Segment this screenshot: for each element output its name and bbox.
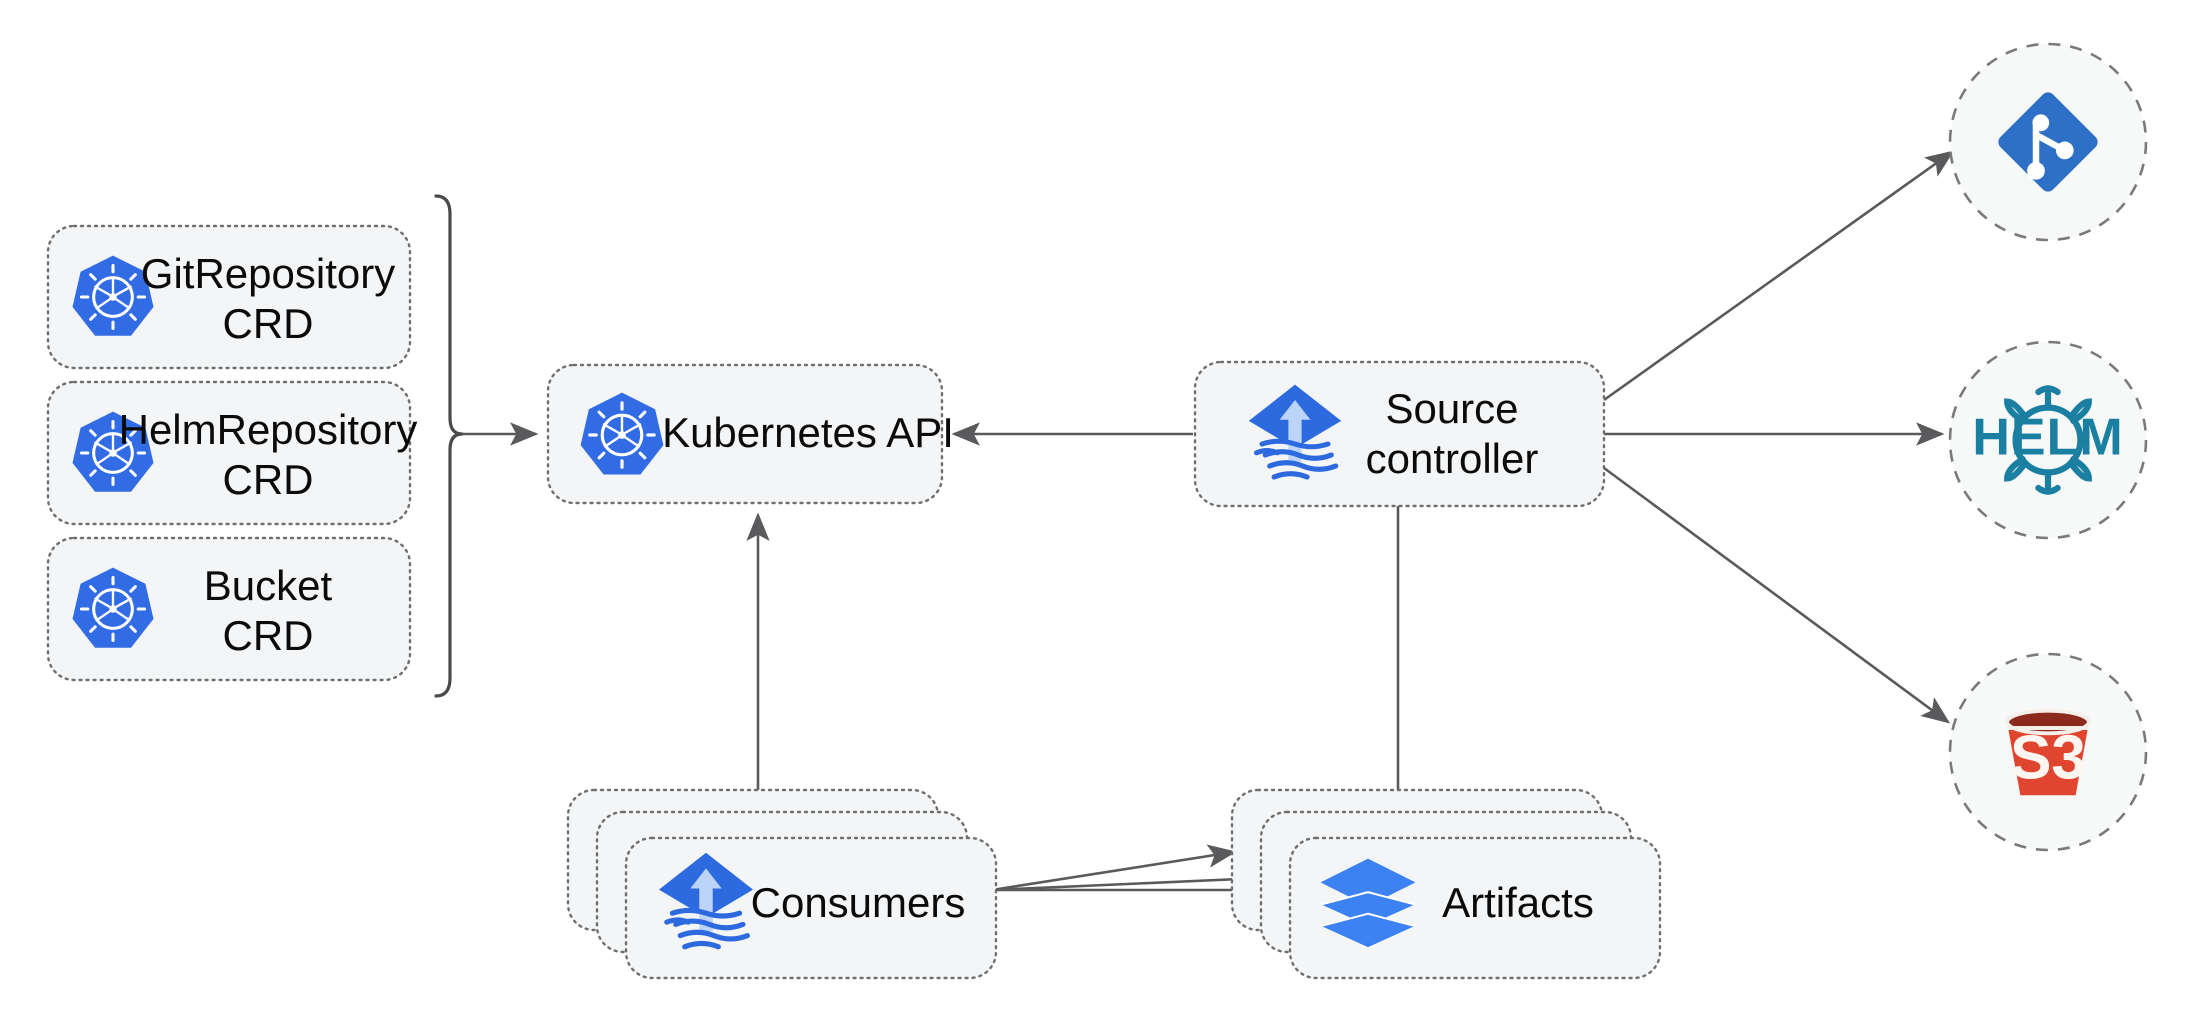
crd-label-line2: CRD	[223, 456, 314, 503]
source-s3[interactable]: S3	[1948, 652, 2148, 852]
source-controller-label-line1: Source	[1385, 385, 1518, 432]
crd-group: GitRepository CRD HelmRepository CRD Buc…	[46, 194, 464, 698]
consumers-label: Consumers	[751, 879, 966, 926]
crd-label-line2: CRD	[223, 300, 314, 347]
crd-label-line1: GitRepository	[141, 250, 395, 297]
node-consumers[interactable]: Consumers	[566, 788, 998, 980]
crd-card-bucket[interactable]: Bucket CRD	[46, 536, 412, 682]
crd-group-bracket	[434, 194, 464, 698]
crd-label-line2: CRD	[223, 612, 314, 659]
edge-source-to-git	[1603, 150, 1955, 402]
source-controller-label-line2: controller	[1366, 435, 1539, 482]
crd-label-line1: HelmRepository	[119, 406, 418, 453]
artifacts-label: Artifacts	[1442, 879, 1594, 926]
crd-label-line1: Bucket	[204, 562, 333, 609]
connectors	[462, 150, 1955, 902]
kubernetes-api-label: Kubernetes API	[662, 409, 954, 456]
helm-wordmark: HELM	[1972, 409, 2123, 467]
source-helm[interactable]: HELM	[1948, 340, 2148, 540]
node-kubernetes-api[interactable]: Kubernetes API	[546, 363, 954, 505]
node-artifacts[interactable]: Artifacts	[1230, 788, 1662, 980]
crd-card-helmrepository[interactable]: HelmRepository CRD	[46, 380, 418, 526]
crd-card-gitrepository[interactable]: GitRepository CRD	[46, 224, 412, 370]
edge-consumers-to-artifacts-1	[991, 844, 1237, 892]
node-source-controller[interactable]: Source controller	[1193, 360, 1606, 508]
s3-wordmark: S3	[2010, 723, 2086, 792]
edge-consumers-to-artifacts-2	[991, 867, 1265, 892]
source-git[interactable]	[1948, 42, 2148, 242]
edge-source-to-s3	[1603, 466, 1951, 724]
